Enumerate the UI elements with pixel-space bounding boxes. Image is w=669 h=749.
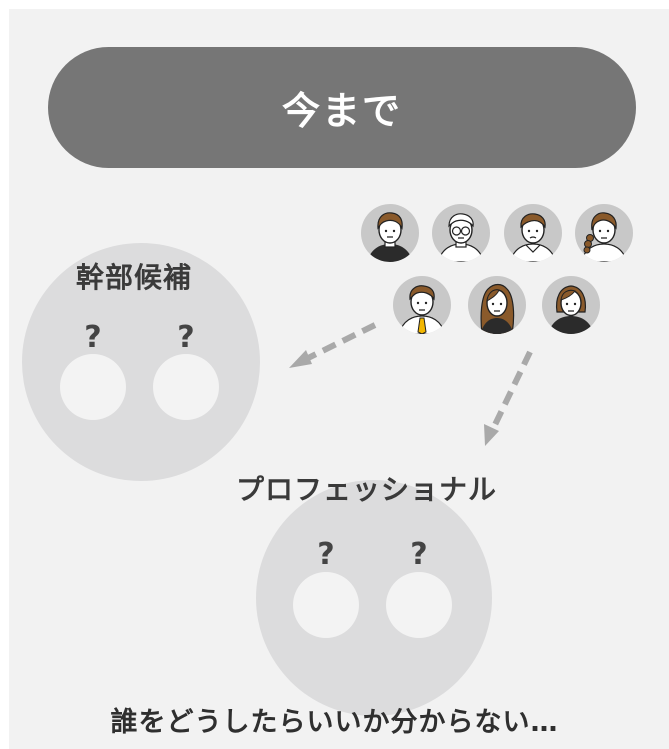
professional-group-label: プロフェッショナル bbox=[236, 473, 498, 506]
unknown-person-slot bbox=[153, 354, 219, 420]
title-text: 今まで bbox=[281, 89, 402, 133]
question-mark: ? bbox=[177, 320, 195, 355]
woman-long-hair-avatar-icon bbox=[468, 276, 526, 334]
unknown-person-slot bbox=[386, 572, 452, 638]
man-necktie-avatar-icon bbox=[393, 276, 451, 334]
title-banner: 今まで bbox=[48, 47, 636, 168]
footer-caption: 誰をどうしたらいいか分からない… bbox=[110, 707, 559, 738]
arrow-to-professional-icon bbox=[484, 350, 533, 446]
man-glasses-avatar-icon bbox=[432, 204, 490, 262]
executive-group-label: 幹部候補 bbox=[76, 261, 193, 294]
question-mark: ? bbox=[317, 537, 335, 572]
question-mark: ? bbox=[84, 320, 102, 355]
man-short-hair-avatar-icon bbox=[361, 204, 419, 262]
woman-side-braid-avatar-icon bbox=[575, 204, 633, 262]
woman-bob-hair-avatar-icon bbox=[542, 276, 600, 334]
unknown-person-slot bbox=[293, 572, 359, 638]
unknown-person-slot bbox=[60, 354, 126, 420]
question-mark: ? bbox=[410, 537, 428, 572]
man-collar-shirt-avatar-icon bbox=[504, 204, 562, 262]
arrow-to-executive-icon bbox=[289, 322, 377, 368]
executive-group-circle bbox=[22, 243, 260, 481]
